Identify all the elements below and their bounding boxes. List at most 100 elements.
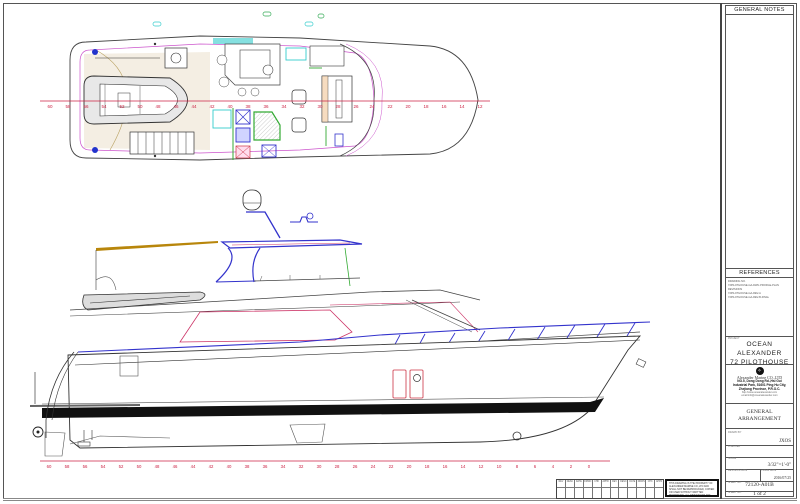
reference-line: REVISIONS bbox=[728, 288, 743, 291]
svg-text:38: 38 bbox=[245, 104, 251, 109]
company-logo-icon: ✧ bbox=[755, 367, 764, 375]
svg-text:6: 6 bbox=[534, 464, 537, 469]
plan-view: 60 58 56 54 52 50 48 46 44 42 40 38 36 3… bbox=[40, 11, 490, 161]
svg-text:24: 24 bbox=[371, 464, 376, 469]
reference-line: 72PILOTHOUSE-GA-DWG PROFILE-PLAN bbox=[728, 284, 779, 287]
svg-text:8: 8 bbox=[516, 464, 519, 469]
issue-date-label: ISSUE DATE bbox=[761, 469, 777, 472]
copyright-stamp: THIS DRAWING IS THE PROPERTY OF ALEXANDE… bbox=[665, 479, 719, 497]
rev-col: REV bbox=[557, 480, 566, 498]
svg-text:30: 30 bbox=[317, 104, 323, 109]
reference-line: 72PILOTHOUSE-GA-REV-A bbox=[728, 292, 761, 295]
revision-table: REV DESC DATE DRWN CHK APPR REV DESC DAT… bbox=[556, 479, 664, 499]
svg-text:26: 26 bbox=[353, 104, 359, 109]
company-section: ✧ Alexander Marine CO.,LTD NO.5, Dong Do… bbox=[726, 365, 793, 404]
profile-station-ticks: 60 58 56 54 52 50 48 46 44 42 40 38 36 3… bbox=[47, 464, 591, 469]
rev-col: DRWN bbox=[583, 480, 593, 498]
drawing-title: GENERAL ARRANGEMENT bbox=[726, 405, 793, 429]
rev-col: CHK bbox=[646, 480, 656, 498]
project-section: PROJECT OCEAN ALEXANDER 72 PILOTHOUSE bbox=[726, 336, 793, 366]
svg-text:16: 16 bbox=[443, 464, 448, 469]
svg-text:18: 18 bbox=[425, 464, 430, 469]
svg-text:20: 20 bbox=[407, 464, 412, 469]
company-address-3: Zhejiang Province, P.R.O.C. bbox=[738, 386, 781, 391]
scale-label: SCALE bbox=[728, 457, 737, 460]
svg-text:40: 40 bbox=[227, 464, 232, 469]
svg-text:54: 54 bbox=[101, 104, 107, 109]
svg-text:42: 42 bbox=[209, 104, 215, 109]
svg-text:34: 34 bbox=[281, 104, 287, 109]
general-notes-section: GENERAL NOTES bbox=[726, 6, 793, 266]
profile-view: 60 58 56 54 52 50 48 46 44 42 40 38 36 3… bbox=[29, 189, 651, 469]
svg-text:20: 20 bbox=[405, 104, 411, 109]
rev-col: DESC bbox=[619, 480, 629, 498]
svg-text:32: 32 bbox=[299, 464, 304, 469]
svg-text:24: 24 bbox=[369, 104, 375, 109]
company-address-1: NO.5, Dong Dong Rd.,Hsi Gui bbox=[737, 379, 782, 383]
svg-text:48: 48 bbox=[155, 104, 161, 109]
svg-text:28: 28 bbox=[335, 104, 341, 109]
svg-text:36: 36 bbox=[263, 104, 269, 109]
sheet-bottom-rule bbox=[3, 498, 797, 501]
references-header: REFERENCES bbox=[726, 269, 793, 278]
svg-text:0: 0 bbox=[588, 464, 591, 469]
svg-text:48: 48 bbox=[155, 464, 160, 469]
svg-text:22: 22 bbox=[387, 104, 393, 109]
company-name: Alexander Marine CO.,LTD bbox=[736, 375, 783, 380]
sheet-of-label: SHEET NO. bbox=[728, 491, 742, 494]
drawn-by-value: JXOS bbox=[779, 439, 791, 444]
rev-col: DESC bbox=[565, 480, 575, 498]
svg-text:60: 60 bbox=[47, 104, 53, 109]
tender-rib-plan bbox=[83, 75, 188, 125]
project-name-line1: OCEAN ALEXANDER bbox=[737, 341, 782, 357]
svg-text:46: 46 bbox=[173, 464, 178, 469]
reference-line: DRAWING NO. bbox=[728, 280, 746, 283]
svg-text:12: 12 bbox=[479, 464, 484, 469]
title-block: GENERAL NOTES REFERENCES DRAWING NO. 72P… bbox=[720, 3, 797, 499]
svg-text:58: 58 bbox=[65, 464, 70, 469]
svg-text:16: 16 bbox=[441, 104, 447, 109]
svg-text:40: 40 bbox=[227, 104, 233, 109]
svg-text:52: 52 bbox=[119, 104, 125, 109]
drawn-by-row: DRAWN BY JXOS bbox=[726, 431, 793, 446]
project-label: PROJECT bbox=[728, 337, 740, 340]
general-arrangement-drawing: 60 58 56 54 52 50 48 46 44 42 40 38 36 3… bbox=[29, 11, 651, 469]
reference-line: 72PILOTHOUSE-GA-REV-B-FINAL bbox=[728, 296, 770, 299]
svg-text:2: 2 bbox=[570, 464, 573, 469]
rev-col: CHK bbox=[592, 480, 602, 498]
sheet-number-value: 72120-A01B bbox=[745, 482, 774, 488]
svg-text:28: 28 bbox=[335, 464, 340, 469]
svg-text:44: 44 bbox=[191, 464, 196, 469]
svg-text:44: 44 bbox=[191, 104, 197, 109]
svg-text:36: 36 bbox=[263, 464, 268, 469]
svg-text:50: 50 bbox=[137, 104, 143, 109]
svg-text:46: 46 bbox=[173, 104, 179, 109]
company-email: email:info@oceanalexander.com bbox=[741, 394, 778, 398]
svg-text:56: 56 bbox=[83, 104, 89, 109]
checked-label: CHECKED bbox=[728, 445, 741, 448]
svg-text:22: 22 bbox=[389, 464, 394, 469]
project-name-line2: 72 PILOTHOUSE bbox=[730, 359, 789, 366]
sheet-number-row: SHEET NO. 72120-A01B bbox=[726, 481, 793, 492]
sheet-of-row: SHEET NO. 1 of 2 bbox=[726, 491, 793, 500]
plan-station-ticks: 60 58 56 54 52 50 48 46 44 42 40 38 36 3… bbox=[47, 104, 483, 109]
drawing-title-line2: ARRANGEMENT bbox=[738, 416, 781, 422]
svg-text:34: 34 bbox=[281, 464, 286, 469]
company-address-2: Industrial Park, 51601 Ping Hu City, bbox=[732, 382, 787, 387]
svg-text:18: 18 bbox=[423, 104, 429, 109]
rev-col: APPR bbox=[601, 480, 611, 498]
dates-row: REVISION DATE ISSUE DATE 2016/07/25 bbox=[726, 469, 793, 482]
sheet-number-label: SHEET NO. bbox=[728, 481, 742, 484]
rev-col: REV bbox=[610, 480, 620, 498]
revision-date-label: REVISION DATE bbox=[728, 469, 748, 472]
svg-text:30: 30 bbox=[317, 464, 322, 469]
issue-date-value: 2016/07/25 bbox=[773, 476, 791, 480]
svg-text:58: 58 bbox=[65, 104, 71, 109]
svg-text:14: 14 bbox=[461, 464, 466, 469]
scale-value: 3/32"=1'-0" bbox=[767, 463, 791, 468]
svg-text:4: 4 bbox=[552, 464, 555, 469]
svg-text:42: 42 bbox=[209, 464, 214, 469]
svg-text:50: 50 bbox=[137, 464, 142, 469]
rev-col: APPR bbox=[655, 480, 664, 498]
aft-stairs-plan bbox=[129, 131, 195, 155]
